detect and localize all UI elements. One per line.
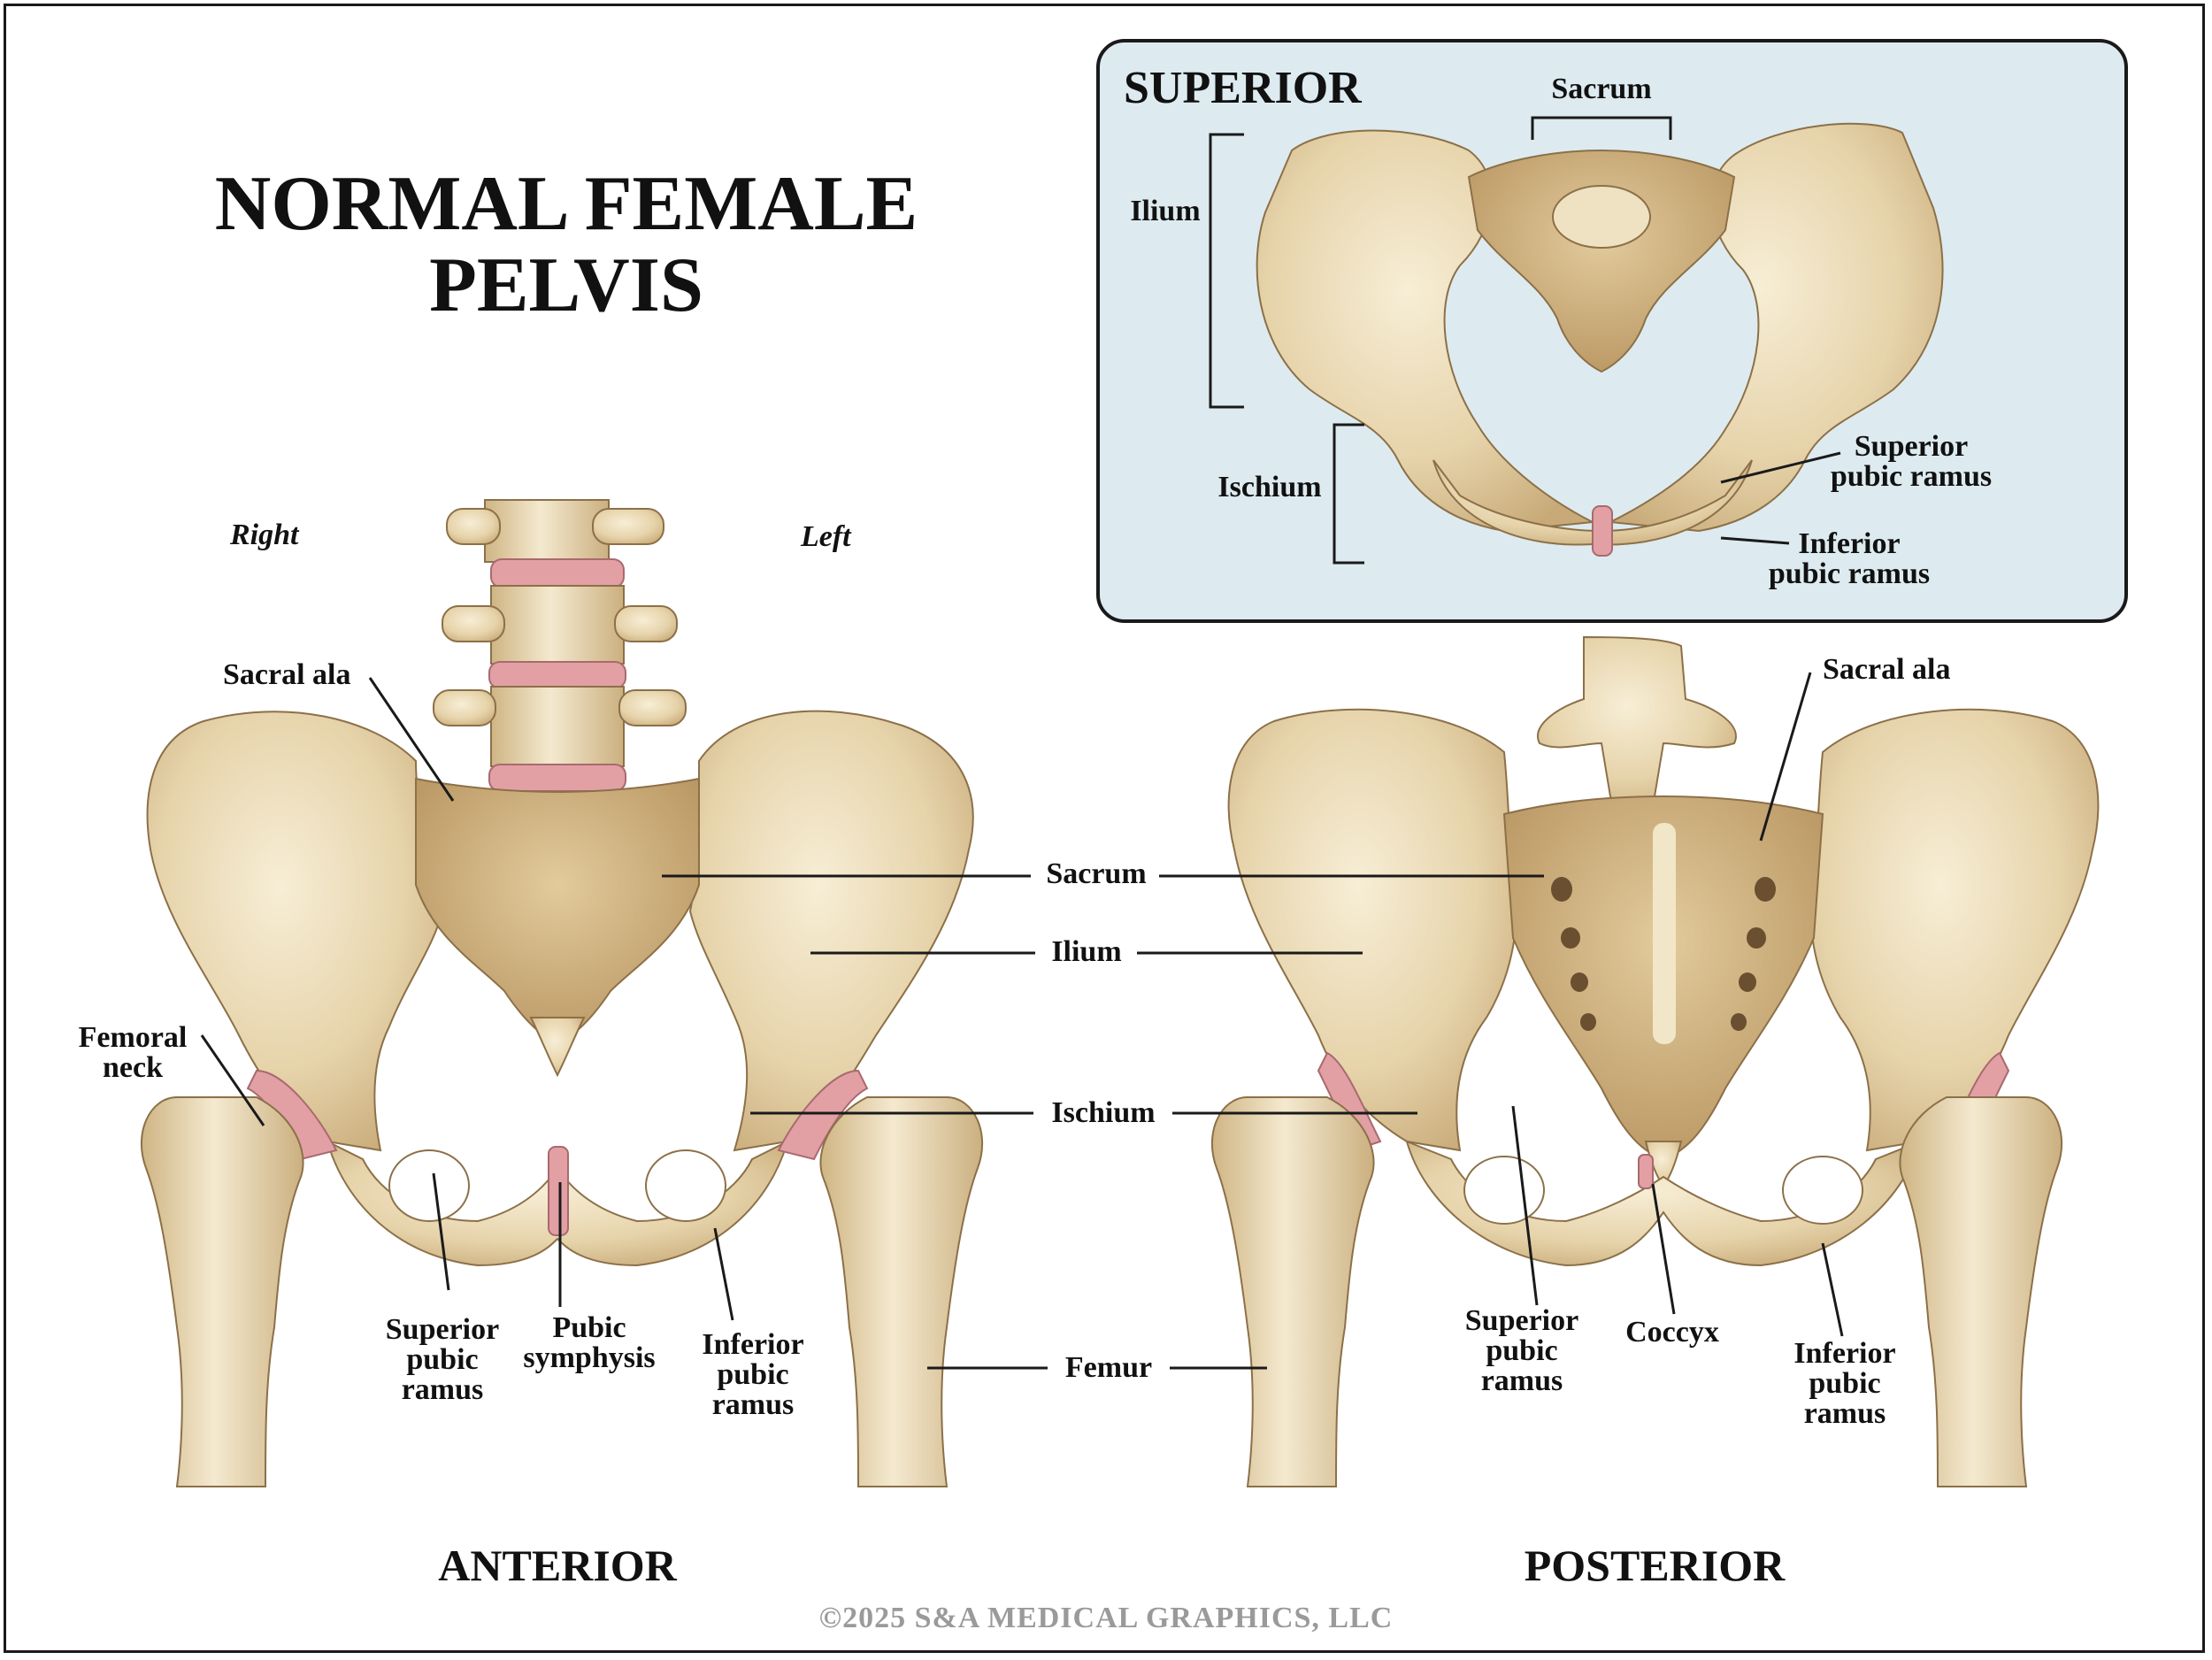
- leader-posterior-superior-pubic-ramus: [1511, 1105, 1539, 1306]
- leader-lines: [200, 672, 1844, 1370]
- anterior-right-hip-cartilage: [246, 1069, 338, 1161]
- posterior-superior-pubic-ramus-label: Superior pubic ramus: [1464, 1304, 1579, 1397]
- median-sacral-crest: [1653, 823, 1676, 1044]
- posterior-sacral-ala-label: Sacral ala: [1823, 653, 1951, 686]
- superior-sacral-body: [1552, 185, 1651, 249]
- anterior-coccyx: [529, 1017, 586, 1078]
- leader-posterior-inferior-pubic-ramus: [1821, 1242, 1844, 1337]
- superior-pelvis-illustration: [1256, 122, 1944, 557]
- anterior-right-femur: [141, 1096, 304, 1487]
- intervertebral-disc: [488, 661, 626, 689]
- leader-anterior-femoral-neck: [200, 1034, 265, 1126]
- left-side-label: Left: [801, 520, 851, 553]
- posterior-inferior-pubic-ramus-label: Inferior pubic ramus: [1793, 1337, 1896, 1430]
- ischium-label: Ischium: [1051, 1096, 1156, 1129]
- superior-inset-heading: SUPERIOR: [1124, 63, 1362, 113]
- anterior-left-ilium: [688, 710, 974, 1152]
- anterior-sacral-ala-label: Sacral ala: [223, 658, 351, 691]
- posterior-coccyx-label: Coccyx: [1625, 1316, 1719, 1349]
- anterior-right-ilium: [146, 711, 444, 1152]
- anterior-pelvis-illustration: [141, 499, 983, 1487]
- posterior-left-femur: [1899, 1096, 2062, 1487]
- intervertebral-disc: [490, 558, 625, 588]
- superior-sacrum-label: Sacrum: [1551, 73, 1652, 105]
- posterior-left-ilium: [1809, 708, 2100, 1152]
- leader-posterior-sacral-ala: [1759, 672, 1812, 842]
- superior-pubic-arch: [1432, 459, 1753, 546]
- leader-anterior-superior-pubic-ramus: [432, 1172, 450, 1291]
- anterior-lumbar-spine: [433, 499, 687, 792]
- anterior-femoral-neck-label: Femoral neck: [78, 1021, 188, 1084]
- ilium-label: Ilium: [1051, 935, 1122, 968]
- right-side-label: Right: [230, 519, 299, 551]
- anterior-sacrum: [415, 777, 700, 1046]
- anterior-left-hip-cartilage: [777, 1069, 869, 1161]
- femur-label: Femur: [1064, 1351, 1153, 1384]
- posterior-pelvis-illustration: [1211, 635, 2100, 1487]
- superior-inferior-pubic-ramus-label: Inferior pubic ramus: [1768, 527, 1931, 590]
- right-obturator-foramen: [388, 1149, 470, 1222]
- anterior-heading: ANTERIOR: [438, 1541, 677, 1590]
- superior-sacrum: [1467, 149, 1736, 373]
- leader-anterior-sacral-ala: [368, 677, 455, 802]
- left-obturator-foramen: [645, 1149, 726, 1222]
- anterior-pubic-symphysis: [548, 1146, 569, 1236]
- superior-ischium-label: Ischium: [1217, 471, 1322, 503]
- leader-posterior-coccyx: [1651, 1183, 1676, 1315]
- diagram-frame: [4, 4, 2205, 1653]
- posterior-left-obturator-foramen: [1782, 1156, 1863, 1225]
- sacral-foramina: [1551, 877, 1776, 1031]
- posterior-right-femur: [1211, 1096, 1375, 1487]
- anterior-pubic-symphysis-label: Pubic symphysis: [523, 1311, 656, 1374]
- posterior-heading: POSTERIOR: [1524, 1541, 1786, 1590]
- superior-superior-pubic-ramus-label: Superior pubic ramus: [1830, 430, 1993, 493]
- posterior-lumbar-vertebra: [1537, 635, 1737, 811]
- intervertebral-disc: [488, 764, 626, 792]
- anterior-left-femur: [819, 1096, 983, 1487]
- diagram-title: NORMAL FEMALE PELVIS: [214, 161, 918, 328]
- posterior-right-obturator-foramen: [1463, 1156, 1545, 1225]
- superior-leader-lines: [1209, 116, 1841, 565]
- superior-ilium-label: Ilium: [1130, 195, 1201, 227]
- superior-pubic-symphysis: [1592, 505, 1613, 557]
- superior-left-ilium: [1607, 122, 1944, 533]
- copyright-notice: ©2025 S&A MEDICAL GRAPHICS, LLC: [818, 1602, 1394, 1634]
- anterior-superior-pubic-ramus-label: Superior pubic ramus: [385, 1313, 500, 1406]
- posterior-pubic-symphysis: [1638, 1154, 1654, 1189]
- anterior-inferior-pubic-ramus-label: Inferior pubic ramus: [702, 1328, 804, 1421]
- sacrum-label: Sacrum: [1046, 857, 1147, 890]
- posterior-right-ilium: [1227, 708, 1517, 1152]
- superior-right-ilium: [1256, 129, 1596, 533]
- leader-anterior-inferior-pubic-ramus: [713, 1227, 734, 1321]
